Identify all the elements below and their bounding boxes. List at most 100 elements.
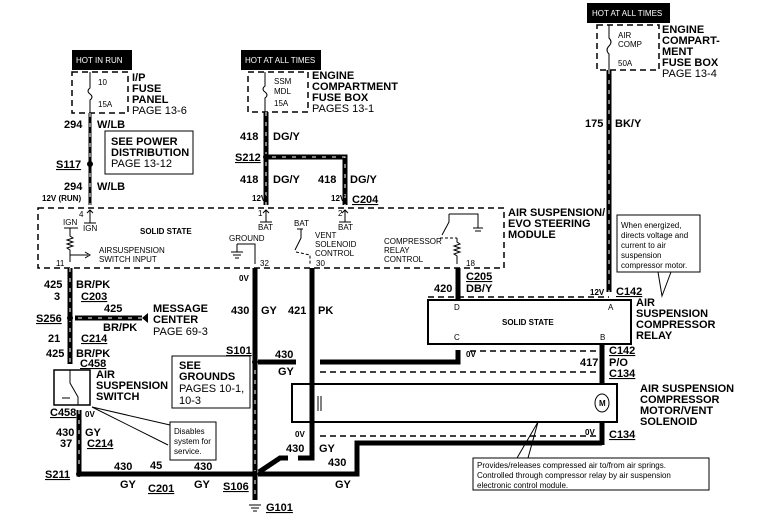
motor-icon xyxy=(594,393,610,413)
s117-splice xyxy=(87,161,93,167)
voltage-0v-solenoid: 0V xyxy=(295,430,305,439)
wire-430-color-s101: GY xyxy=(278,366,295,378)
voltage-0v-relay: 0V xyxy=(466,350,476,359)
ip-fuse-rating: 15A xyxy=(98,100,113,109)
pin-1: 1 xyxy=(258,209,263,218)
wire-417-color: P/O xyxy=(609,357,628,369)
bat-label-2: BAT xyxy=(294,219,309,228)
wire-430-color-s211: GY xyxy=(120,479,137,491)
wire-430-color-s106: GY xyxy=(194,479,211,491)
terminal-icon xyxy=(260,209,272,223)
vent-label-2: SOLENOID xyxy=(315,240,357,249)
comp-relay-label-3: CONTROL xyxy=(384,255,424,264)
relay-title-1: AIR xyxy=(636,297,655,309)
see-grounds-page-1: PAGES 10-1, xyxy=(179,383,244,395)
wire-430-circuit-bottom: 430 xyxy=(328,457,346,469)
hot-at-all-times-label-1: HOT AT ALL TIMES xyxy=(245,56,315,65)
arrow-icon xyxy=(70,251,91,259)
switch-title-2: SUSPENSION xyxy=(96,380,168,392)
relay-title-4: RELAY xyxy=(636,330,673,342)
solenoid-icon xyxy=(310,384,322,422)
wire-425-color-msg: BR/PK xyxy=(103,322,137,334)
ssm-fuse-title-3: FUSE BOX xyxy=(312,92,369,104)
c214-b-label: C214 xyxy=(87,438,114,450)
relay-pin-b: B xyxy=(600,333,605,342)
s256-splice xyxy=(67,315,73,321)
switch-input-label-1: AIRSUSPENSION xyxy=(99,246,165,255)
c134-bot-label: C134 xyxy=(609,429,636,441)
wire-294-color-top: W/LB xyxy=(97,119,125,131)
connector-arrow-icon xyxy=(142,313,148,323)
wire-430-motor xyxy=(258,440,602,477)
switch-note-pointer xyxy=(91,406,171,446)
c203-label: C203 xyxy=(81,291,107,303)
switch-icon xyxy=(294,228,303,251)
wire-430-circuit-s101: 430 xyxy=(275,349,293,361)
c201-pin: 45 xyxy=(150,460,162,472)
wire-430-circuit-motor: 430 xyxy=(286,443,304,455)
voltage-12v-c142: 12V xyxy=(590,288,605,297)
c134-top-label: C134 xyxy=(609,368,636,380)
wire-430-circuit-mod: 430 xyxy=(231,305,249,317)
bat-label-3: BAT xyxy=(338,223,353,232)
ign-label-right: IGN xyxy=(83,224,97,233)
wire-430-circuit-s106: 430 xyxy=(194,461,212,473)
hot-in-run-tag xyxy=(72,50,132,70)
c205-label: C205 xyxy=(466,271,492,283)
c458-bot-label: C458 xyxy=(50,407,76,419)
hot-at-all-times-label-2: HOT AT ALL TIMES xyxy=(592,9,662,18)
wire-418-color-top: DG/Y xyxy=(273,131,301,143)
relay-pin-a: A xyxy=(608,303,614,312)
ign-label-left: IGN xyxy=(63,218,77,227)
wire-294-circuit-top: 294 xyxy=(64,119,83,131)
relay-title-3: COMPRESSOR xyxy=(636,319,716,331)
c201-label: C201 xyxy=(148,483,174,495)
s212-splice xyxy=(263,154,269,160)
ground-icon xyxy=(231,244,243,259)
pin-18: 18 xyxy=(466,259,475,268)
c214-b-pin: 37 xyxy=(60,438,72,450)
wire-430-color-motor: GY xyxy=(319,443,336,455)
relay-note-line-5: compressor motor. xyxy=(621,261,687,270)
wire-294-circuit-bot: 294 xyxy=(64,181,83,193)
switch-title-3: SWITCH xyxy=(96,391,139,403)
fuse-icon xyxy=(87,72,93,113)
relay-body-label: SOLID STATE xyxy=(502,318,554,327)
module-title-1: AIR SUSPENSION/ xyxy=(508,207,605,219)
pin-30: 30 xyxy=(316,259,325,268)
c203-pin: 3 xyxy=(54,291,60,303)
module-title-2: EVO STEERING xyxy=(508,218,591,230)
ip-fuse-title-1: I/P xyxy=(132,72,145,84)
wire-420-circuit: 420 xyxy=(434,283,452,295)
s106-splice xyxy=(252,471,258,477)
comp-relay-label-2: RELAY xyxy=(384,246,410,255)
ssm-fuse-name-1: SSM xyxy=(274,77,292,86)
wire-425-color-b: BR/PK xyxy=(76,348,110,360)
wire-425-circuit-a: 425 xyxy=(44,279,62,291)
hot-at-all-times-tag-2 xyxy=(587,3,670,23)
c142-top-label: C142 xyxy=(616,286,642,298)
ssm-fuse-box xyxy=(247,71,309,113)
s101-label: S101 xyxy=(226,345,252,357)
vent-label-1: VENT xyxy=(315,231,336,240)
air-comp-fuse-rating: 50A xyxy=(618,59,633,68)
c142-bot-label: C142 xyxy=(609,345,635,357)
wire-425-circuit-msg: 425 xyxy=(104,303,122,315)
wire-430-circuit-switch: 430 xyxy=(56,427,74,439)
message-center-page: PAGE 69-3 xyxy=(153,326,208,338)
motor-title-3: MOTOR/VENT xyxy=(640,405,713,417)
switch-icon xyxy=(62,370,79,405)
hot-in-run-label: HOT IN RUN xyxy=(76,56,123,65)
wire-294-color-bot: W/LB xyxy=(97,181,125,193)
resistor-icon xyxy=(65,228,75,262)
relay-note-line-4: suspension xyxy=(621,251,661,260)
wire-418-circuit-left: 418 xyxy=(240,174,258,186)
wire-420-color: DB/Y xyxy=(466,283,493,295)
motor-title-4: SOLENOID xyxy=(640,416,698,428)
relay-pin-c: C xyxy=(454,333,460,342)
s211-splice xyxy=(76,471,82,477)
ip-fuse-box xyxy=(71,71,129,114)
motor-note-line-1: Provides/releases compressed air to/from… xyxy=(477,461,666,470)
motor-note-line-3: electronic control module. xyxy=(477,481,568,490)
